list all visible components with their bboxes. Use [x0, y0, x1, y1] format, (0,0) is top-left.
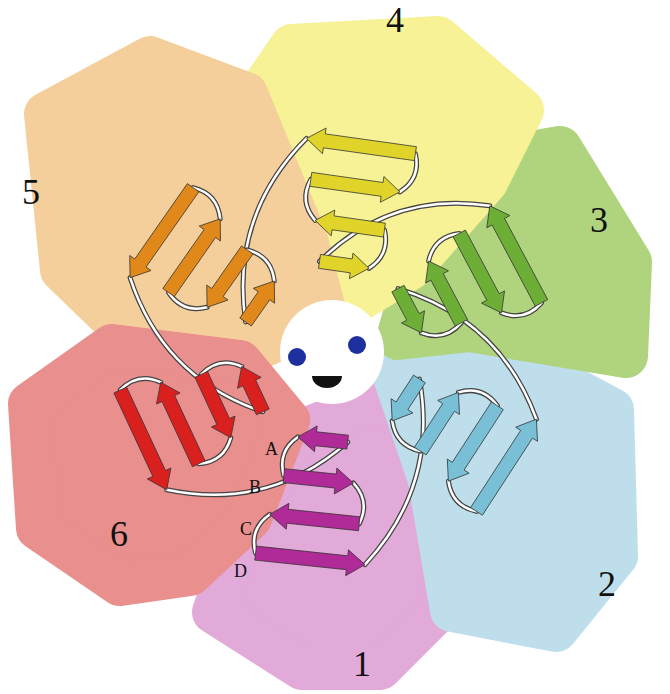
loop-coil: [398, 289, 536, 420]
beta-strand: [238, 367, 270, 415]
beta-strand: [414, 392, 459, 455]
beta-strand: [307, 128, 417, 161]
central-channel: [280, 300, 384, 404]
blade-number: 5: [22, 174, 40, 210]
beta-strand: [240, 281, 275, 326]
beta-strand: [195, 371, 235, 437]
beta-strand: [130, 184, 199, 278]
beta-strand: [157, 382, 206, 467]
strand-letter: D: [234, 562, 247, 580]
blade-number: 2: [598, 566, 616, 602]
beta-strand: [114, 387, 171, 490]
blade-number: 6: [110, 516, 128, 552]
beta-strand: [453, 230, 505, 313]
beta-strand: [447, 402, 503, 481]
loop-coil: [130, 278, 263, 412]
beta-strand: [319, 253, 370, 279]
ligand-shape: [312, 376, 342, 388]
beta-strand: [315, 210, 385, 237]
beta-strand: [255, 546, 365, 576]
beta-strand: [426, 261, 468, 326]
blade-region: [30, 346, 288, 584]
beta-strand: [471, 419, 538, 515]
blade-region: [390, 334, 616, 630]
loop-coil: [398, 289, 536, 420]
beta-strand: [391, 375, 425, 421]
beta-strand: [270, 503, 360, 530]
strand-letter: B: [249, 478, 261, 496]
blade-region: [46, 58, 326, 356]
beta-strand: [283, 468, 353, 494]
blade-number: 4: [386, 2, 404, 38]
metal-ion: [288, 348, 306, 366]
beta-strand: [487, 206, 548, 306]
beta-strand: [392, 285, 425, 333]
metal-ion: [348, 336, 366, 354]
blade-number: 3: [590, 202, 608, 238]
beta-strand: [207, 246, 253, 307]
strand-letter: C: [240, 520, 252, 538]
beta-strand: [298, 426, 349, 452]
loop-coil: [130, 278, 263, 412]
beta-strand: [310, 172, 400, 202]
strand-letter: A: [265, 440, 278, 458]
blade-number: 1: [353, 646, 371, 682]
